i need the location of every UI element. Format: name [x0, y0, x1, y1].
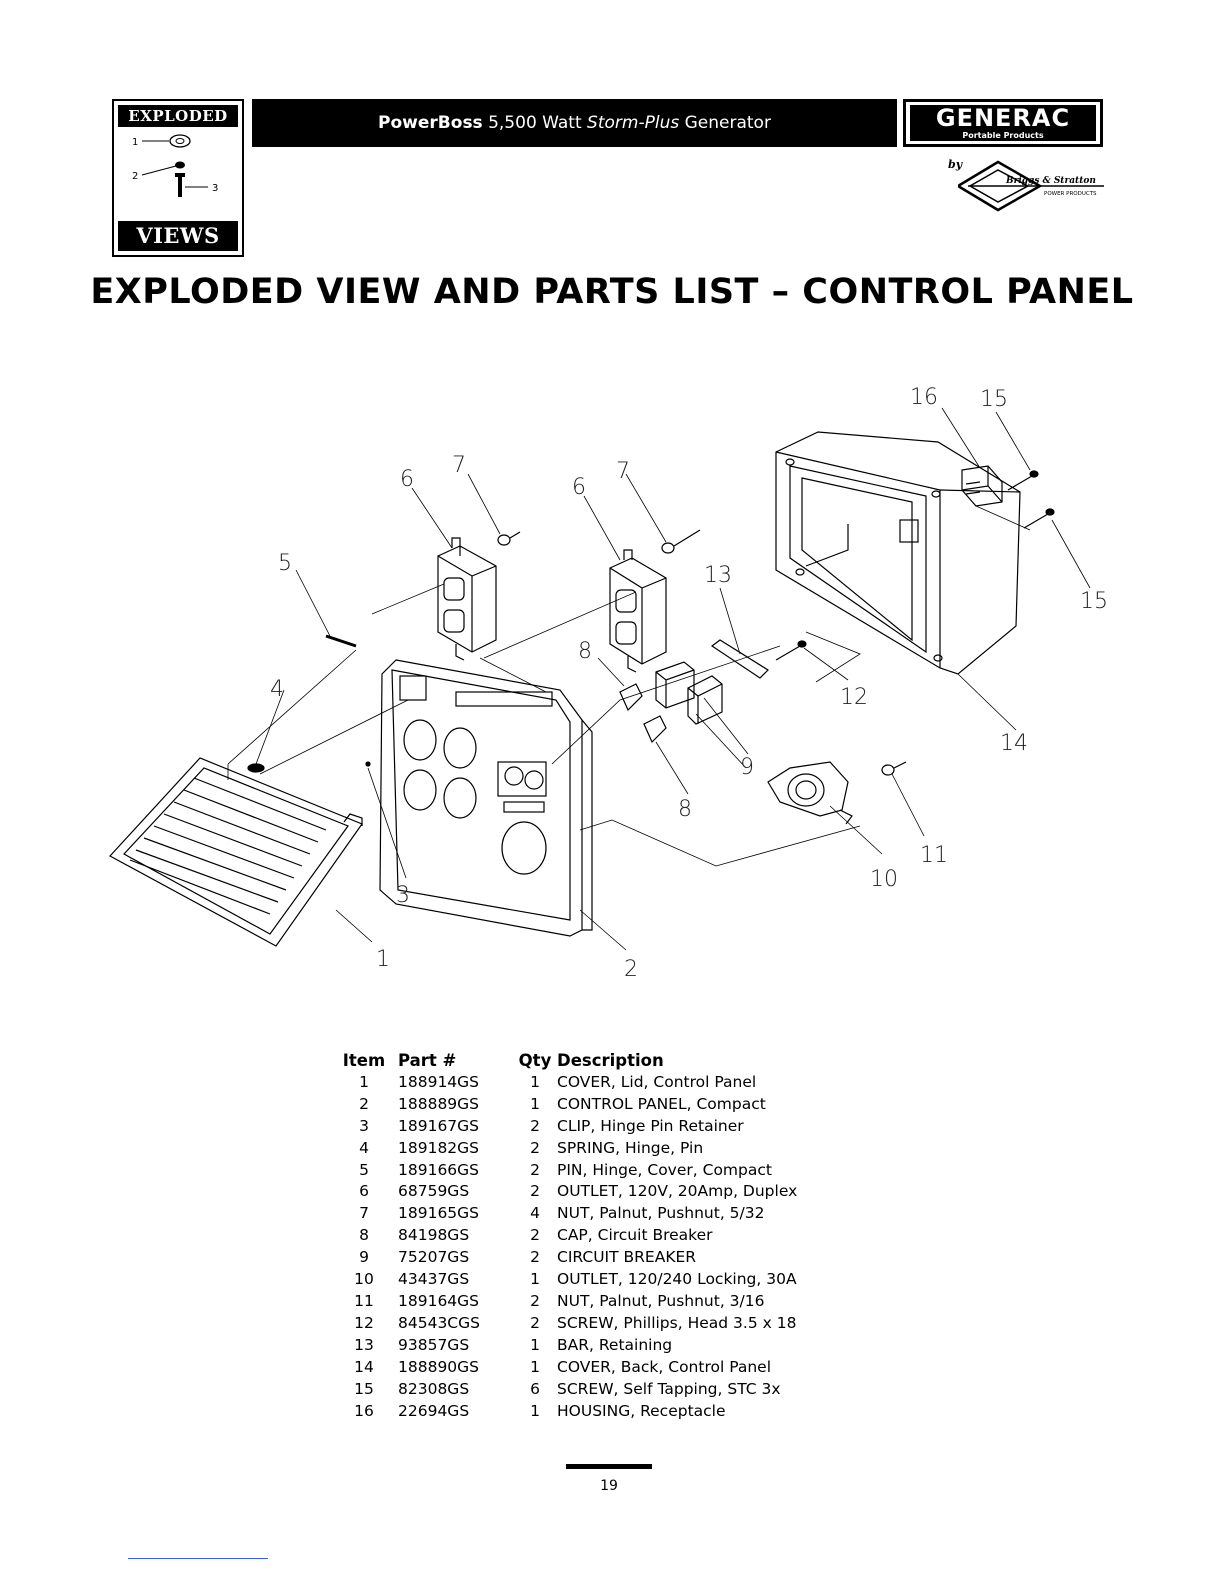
callout-14: 14	[1000, 731, 1028, 756]
duplex-outlet-part	[437, 537, 667, 673]
by-label: by	[948, 158, 963, 171]
partner-sub: POWER PRODUCTS	[1044, 191, 1097, 197]
badge-label-3: 3	[212, 183, 218, 194]
callout-13: 13	[704, 563, 732, 588]
hinge-clip-part	[365, 761, 371, 767]
product-title-bar: PowerBoss 5,500 Watt Storm-Plus Generato…	[252, 99, 897, 147]
generac-logo: GENERAC Portable Products	[903, 99, 1103, 147]
partner-name: Briggs & Stratton	[1005, 176, 1096, 186]
callout-1: 1	[376, 947, 390, 972]
header-item: Item	[342, 1051, 386, 1070]
breaker-cap-part	[619, 683, 667, 744]
exploded-views-badge: EXPLODED 1 2 3 VIEWS	[112, 99, 244, 257]
back-cover-part	[775, 431, 1021, 675]
leader-lines	[255, 407, 1091, 951]
callout-7b: 7	[616, 459, 630, 484]
header-desc: Description	[557, 1051, 664, 1070]
product-prefix: PowerBoss	[378, 113, 483, 133]
callout-6a: 6	[400, 467, 414, 492]
product-model: Storm-Plus	[587, 113, 680, 133]
callout-12: 12	[840, 685, 868, 710]
nut-part	[497, 529, 701, 554]
callout-2: 2	[624, 957, 638, 982]
callout-15b: 15	[1080, 589, 1108, 614]
brand-sub: Portable Products	[962, 131, 1044, 140]
page-number-rule	[566, 1464, 652, 1469]
badge-label-1: 1	[132, 137, 138, 148]
exploded-view-diagram: 16 15 15 7 6 6 7 5 13 8 4 12 14 9 8 3 11…	[109, 385, 1108, 982]
footer-link-underline[interactable]	[128, 1558, 268, 1559]
badge-title-top: EXPLODED	[118, 105, 238, 127]
callout-5: 5	[278, 551, 292, 576]
retaining-bar-part	[710, 639, 769, 679]
phillips-screw-part	[775, 640, 807, 661]
callout-9: 9	[740, 755, 754, 780]
assembly-lines	[227, 505, 1031, 867]
page-number: 19	[600, 1478, 618, 1494]
product-rating: 5,500 Watt	[482, 113, 588, 133]
circuit-breaker-part	[655, 661, 723, 725]
badge-mini-diagram: 1 2 3	[132, 134, 218, 197]
callout-10: 10	[870, 867, 898, 892]
header-qty: Qty	[518, 1051, 552, 1070]
brand-name: GENERAC	[935, 104, 1071, 132]
hinge-pin-part	[325, 634, 357, 648]
briggs-stratton-logo: Briggs & Stratton POWER PRODUCTS	[958, 160, 1104, 212]
callout-7a: 7	[452, 453, 466, 478]
badge-title-bottom: VIEWS	[118, 221, 238, 251]
callout-6b: 6	[572, 475, 586, 500]
callout-16: 16	[910, 385, 938, 410]
receptacle-housing-part	[961, 465, 1003, 507]
parts-header-row: Item Part # Qty Description	[330, 1050, 797, 1072]
product-suffix: Generator	[679, 113, 771, 133]
callout-4: 4	[270, 677, 284, 702]
locking-outlet-part	[767, 761, 853, 825]
callout-15a: 15	[980, 387, 1008, 412]
badge-label-2: 2	[132, 171, 138, 182]
control-panel-part	[379, 659, 593, 937]
callout-3: 3	[396, 883, 410, 908]
callout-8b: 8	[678, 797, 692, 822]
pushnut-part	[881, 761, 907, 776]
page-title: EXPLODED VIEW AND PARTS LIST – CONTROL P…	[90, 272, 1134, 312]
cover-lid-part	[109, 757, 363, 947]
hinge-spring-part	[247, 763, 265, 773]
screw-part	[1007, 470, 1055, 529]
callout-8a: 8	[578, 639, 592, 664]
header-part: Part #	[398, 1051, 457, 1070]
callout-11: 11	[920, 843, 948, 868]
